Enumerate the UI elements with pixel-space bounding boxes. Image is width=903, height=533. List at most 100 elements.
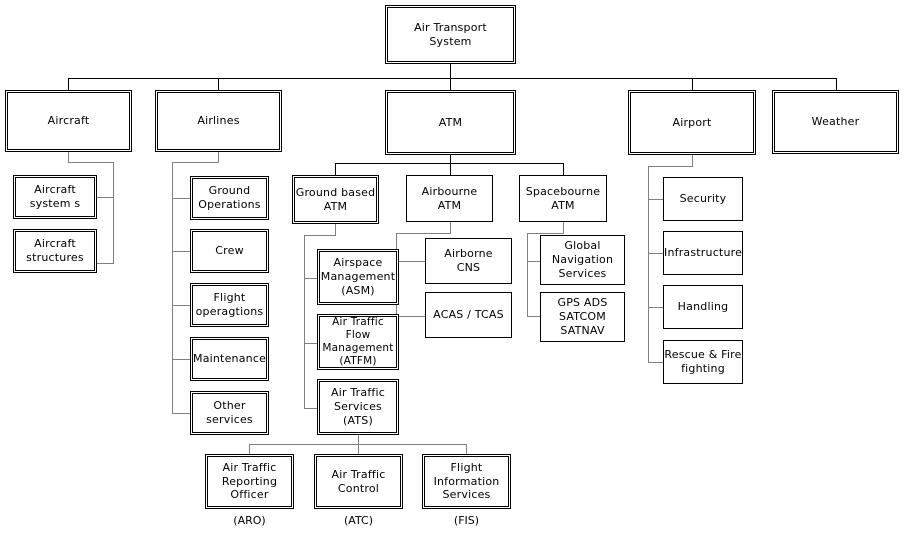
node-label: Flight operagtions — [195, 291, 264, 318]
node-label: Air Transport System — [414, 20, 487, 48]
node-label: Air Traffic Reporting Officer — [221, 460, 278, 502]
node-acas-tcas[interactable]: ACAS / TCAS — [425, 292, 512, 338]
caption-atc: (ATC) — [343, 514, 373, 527]
connector-airport-child-2 — [648, 307, 664, 308]
node-global-navigation-services[interactable]: Global Navigation Services — [540, 235, 625, 285]
node-aircraft-systems[interactable]: Aircraft system s — [13, 175, 97, 219]
node-air-traffic-flow-management[interactable]: Air Traffic Flow Management (ATFM) — [317, 314, 399, 370]
connector-aircraft-spine — [113, 162, 114, 263]
node-flight-information-services[interactable]: Flight Information Services — [422, 454, 511, 509]
connector-aircraft-child-1 — [96, 263, 114, 264]
node-label: Air Traffic Control — [331, 467, 386, 495]
node-label: GPS ADS SATCOM SATNAV — [557, 296, 608, 337]
connector-ats-bus — [249, 444, 466, 445]
node-label: Infrastructure — [664, 246, 743, 260]
connector-space-stub — [563, 222, 564, 233]
node-flight-operations[interactable]: Flight operagtions — [190, 283, 269, 327]
connector-ats-to-aro — [249, 444, 250, 455]
node-label: Airlines — [197, 114, 240, 128]
connector-airport-spine — [648, 166, 649, 363]
node-rescue-fire-fighting[interactable]: Rescue & Fire fighting — [663, 340, 743, 384]
connector-space-spine — [527, 233, 528, 317]
connector-gbatm-stub — [335, 224, 336, 235]
node-label: Air Traffic Flow Management (ATFM) — [322, 315, 394, 368]
connector-airlines-child-1 — [172, 251, 190, 252]
connector-drop-atm — [450, 78, 451, 90]
node-label: Crew — [215, 244, 244, 258]
node-label: Air Traffic Services (ATS) — [330, 386, 385, 427]
node-spacebourne-atm[interactable]: Spacebourne ATM — [519, 175, 607, 222]
connector-atm-drop — [450, 155, 451, 164]
node-airspace-management[interactable]: Airspace Management (ASM) — [317, 249, 399, 305]
node-label: Aircraft structures — [26, 237, 84, 264]
node-label: Ground Operations — [198, 184, 261, 211]
node-label: Aircraft system s — [29, 183, 81, 210]
connector-airb-child-0 — [396, 261, 426, 262]
connector-airport-elbow — [648, 166, 693, 167]
connector-space-child-1 — [527, 316, 541, 317]
connector-atm-to-spacebourne — [563, 163, 564, 175]
node-label: Rescue & Fire fighting — [664, 348, 742, 375]
node-label: ATM — [438, 115, 463, 129]
connector-atm-to-ground — [335, 163, 336, 175]
node-handling[interactable]: Handling — [663, 285, 743, 329]
connector-airlines-child-2 — [172, 305, 190, 306]
node-ground-based-atm[interactable]: Ground based ATM — [292, 175, 379, 224]
connector-ats-to-atc — [358, 444, 359, 455]
node-weather[interactable]: Weather — [772, 90, 899, 154]
connector-aircraft-child-0 — [96, 197, 114, 198]
node-air-transport-system[interactable]: Air Transport System — [385, 5, 516, 64]
connector-gbatm-child-0 — [304, 278, 318, 279]
connector-aircraft-stub — [68, 152, 69, 162]
node-airborne-cns[interactable]: Airborne CNS — [425, 238, 512, 284]
node-aircraft-structures[interactable]: Aircraft structures — [13, 229, 97, 273]
node-label: Security — [679, 192, 727, 206]
connector-airb-stub — [450, 222, 451, 233]
connector-airb-elbow — [396, 233, 451, 234]
node-label: Airspace Management (ASM) — [320, 256, 396, 297]
node-airbourne-atm[interactable]: Airbourne ATM — [406, 175, 493, 222]
node-gps-ads-satcom-satnav[interactable]: GPS ADS SATCOM SATNAV — [540, 292, 625, 342]
connector-drop-aircraft — [68, 78, 69, 90]
node-atm[interactable]: ATM — [385, 90, 516, 155]
connector-airlines-spine — [172, 162, 173, 413]
connector-level2-bus — [68, 78, 836, 79]
node-air-traffic-services[interactable]: Air Traffic Services (ATS) — [317, 379, 399, 435]
connector-gbatm-child-1 — [304, 343, 318, 344]
node-security[interactable]: Security — [663, 177, 743, 221]
node-air-traffic-reporting-officer[interactable]: Air Traffic Reporting Officer — [205, 454, 294, 509]
node-label: Handling — [677, 300, 729, 314]
node-aircraft[interactable]: Aircraft — [5, 90, 132, 152]
caption-fis: (FIS) — [453, 514, 480, 527]
connector-ats-to-fis — [466, 444, 467, 455]
node-label: Ground based ATM — [295, 185, 376, 213]
node-label: Global Navigation Services — [551, 239, 614, 280]
node-label: Spacebourne ATM — [525, 184, 601, 212]
connector-airport-child-1 — [648, 253, 664, 254]
node-airport[interactable]: Airport — [628, 90, 756, 155]
node-label: Aircraft — [47, 114, 90, 128]
connector-airb-child-1 — [396, 316, 426, 317]
node-label: Maintenance — [193, 352, 267, 366]
connector-airport-child-0 — [648, 199, 664, 200]
connector-airlines-elbow — [172, 162, 219, 163]
connector-space-child-0 — [527, 261, 541, 262]
node-infrastructure[interactable]: Infrastructure — [663, 231, 743, 275]
caption-aro: (ARO) — [233, 514, 266, 527]
connector-aircraft-elbow — [68, 162, 114, 163]
connector-airlines-child-4 — [172, 413, 190, 414]
connector-gbatm-child-2 — [304, 408, 318, 409]
connector-space-elbow — [527, 233, 564, 234]
connector-gbatm-spine — [304, 235, 305, 408]
connector-airport-stub — [692, 155, 693, 166]
node-maintenance[interactable]: Maintenance — [190, 337, 269, 381]
node-label: Airport — [672, 115, 712, 129]
node-other-services[interactable]: Other services — [190, 391, 269, 435]
node-ground-operations[interactable]: Ground Operations — [190, 176, 269, 220]
node-label: Airborne CNS — [444, 247, 493, 274]
node-crew[interactable]: Crew — [190, 229, 269, 273]
connector-airport-child-3 — [648, 362, 664, 363]
node-air-traffic-control[interactable]: Air Traffic Control — [314, 454, 403, 509]
node-airlines[interactable]: Airlines — [155, 90, 282, 152]
